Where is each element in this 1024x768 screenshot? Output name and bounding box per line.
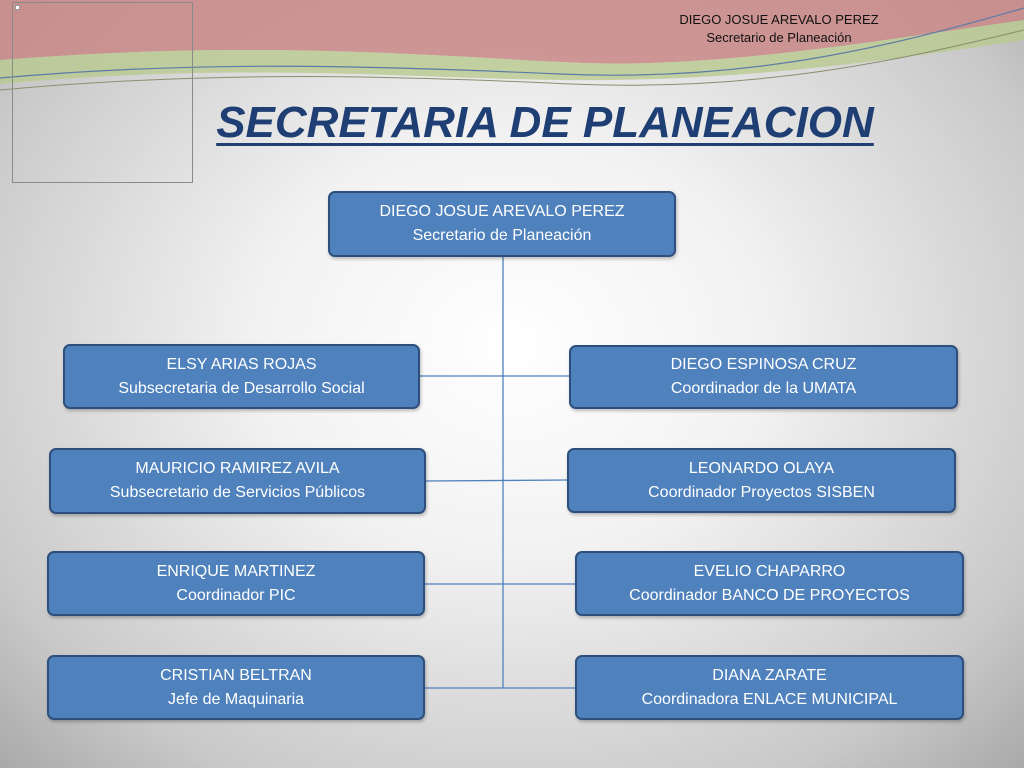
- connector-row-2: [425, 479, 569, 482]
- wave-line-blue: [0, 7, 1024, 79]
- org-node-left-2: MAURICIO RAMIREZ AVILA Subsecretario de …: [49, 448, 426, 514]
- image-placeholder-frame: [12, 2, 193, 183]
- placeholder-marker: [15, 5, 20, 10]
- org-node-role: Subsecretario de Servicios Públicos: [109, 484, 366, 501]
- org-node-root: DIEGO JOSUE AREVALO PEREZ Secretario de …: [328, 191, 676, 257]
- corner-header: DIEGO JOSUE AREVALO PEREZ Secretario de …: [640, 11, 918, 47]
- wave-red-band: [0, 0, 1024, 64]
- org-node-name: MAURICIO RAMIREZ AVILA: [135, 460, 340, 477]
- org-node-right-2: LEONARDO OLAYA Coordinador Proyectos SIS…: [567, 448, 956, 513]
- org-node-role: Secretario de Planeación: [412, 227, 592, 244]
- decorative-wave-banner: [0, 0, 1024, 91]
- corner-header-name: DIEGO JOSUE AREVALO PEREZ: [679, 12, 879, 27]
- org-node-name: DIEGO ESPINOSA CRUZ: [670, 356, 857, 373]
- org-node-role: Coordinador BANCO DE PROYECTOS: [629, 586, 910, 604]
- org-node-right-1: DIEGO ESPINOSA CRUZ Coordinador de la UM…: [569, 345, 958, 409]
- org-node-role: Jefe de Maquinaria: [167, 690, 305, 708]
- org-node-right-4: DIANA ZARATE Coordinadora ENLACE MUNICIP…: [575, 655, 964, 720]
- wave-green-band: [0, 20, 1024, 84]
- org-node-name: DIEGO JOSUE AREVALO PEREZ: [379, 203, 625, 220]
- org-node-right-3: EVELIO CHAPARRO Coordinador BANCO DE PRO…: [575, 551, 964, 616]
- org-node-role: Subsecretaria de Desarrollo Social: [118, 379, 365, 397]
- org-node-role: Coordinador PIC: [176, 586, 296, 604]
- org-node-name: EVELIO CHAPARRO: [693, 562, 846, 580]
- org-node-name: LEONARDO OLAYA: [688, 459, 835, 477]
- slide-title: SECRETARIA DE PLANEACION: [216, 98, 874, 147]
- org-node-left-4: CRISTIAN BELTRAN Jefe de Maquinaria: [47, 655, 425, 720]
- corner-header-role: Secretario de Planeación: [706, 30, 852, 45]
- wave-line-dark: [0, 29, 1024, 91]
- org-node-name: CRISTIAN BELTRAN: [160, 666, 312, 684]
- org-node-name: DIANA ZARATE: [712, 666, 827, 684]
- org-node-role: Coordinadora ENLACE MUNICIPAL: [641, 690, 898, 708]
- org-node-left-3: ENRIQUE MARTINEZ Coordinador PIC: [47, 551, 425, 616]
- org-node-role: Coordinador Proyectos SISBEN: [648, 483, 875, 501]
- org-node-left-1: ELSY ARIAS ROJAS Subsecretaria de Desarr…: [63, 344, 420, 409]
- org-node-name: ENRIQUE MARTINEZ: [156, 562, 316, 580]
- org-node-role: Coordinador de la UMATA: [670, 380, 857, 397]
- org-node-name: ELSY ARIAS ROJAS: [166, 355, 317, 373]
